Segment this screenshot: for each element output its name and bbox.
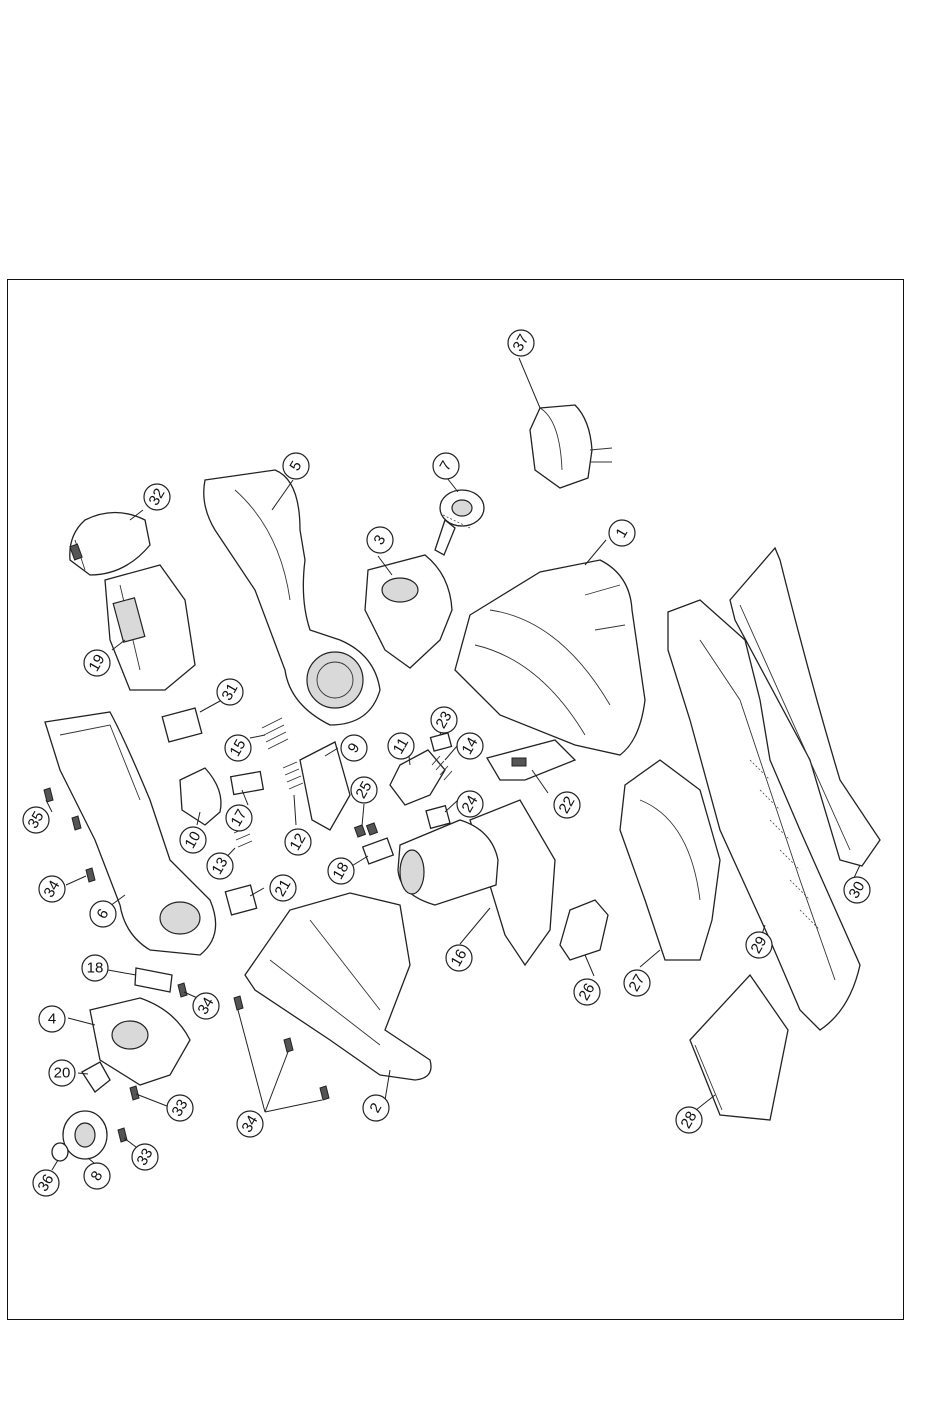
right-housing-part — [245, 893, 431, 1080]
callout-c34c: 34 — [237, 1111, 263, 1137]
callout-c27: 27 — [624, 970, 650, 996]
callout-number: 4 — [48, 1011, 56, 1028]
callout-c23: 23 — [431, 707, 457, 733]
front-housing-part — [455, 560, 645, 755]
callout-c24: 24 — [457, 791, 483, 817]
callout-c33b: 33 — [132, 1144, 158, 1170]
drive-gear-part — [435, 490, 484, 555]
callout-c15: 15 — [225, 735, 251, 761]
clip-23-part — [430, 733, 451, 751]
callout-c8: 8 — [84, 1163, 110, 1189]
rubber-block-part — [560, 900, 608, 960]
terminal-31-part — [162, 708, 202, 742]
battery-pack-part — [105, 565, 195, 690]
callout-c22: 22 — [554, 792, 580, 818]
cap-36-part — [52, 1143, 68, 1161]
callout-c2: 2 — [363, 1095, 389, 1121]
callout-c4: 4 — [39, 1006, 65, 1032]
charger-part — [530, 405, 612, 488]
pcb-21-part — [225, 885, 256, 915]
callout-c33a: 33 — [167, 1095, 193, 1121]
trigger-10-part — [180, 768, 221, 825]
gear-housing-part — [365, 555, 452, 668]
callout-number: 18 — [87, 960, 104, 977]
callout-c18a: 18 — [328, 858, 354, 884]
callout-c30: 30 — [844, 877, 870, 903]
callout-c3: 3 — [367, 527, 393, 553]
spring-15-part — [262, 718, 288, 749]
callout-c5: 5 — [283, 453, 309, 479]
wheel-8-part — [63, 1111, 107, 1159]
callout-c16: 16 — [446, 945, 472, 971]
motor-part — [398, 800, 555, 965]
callout-c34a: 34 — [39, 876, 65, 902]
battery-cap-part — [70, 513, 150, 576]
callout-c12: 12 — [285, 829, 311, 855]
callout-c11: 11 — [388, 733, 414, 759]
callout-c21: 21 — [270, 875, 296, 901]
callout-c31: 31 — [217, 679, 243, 705]
callout-c10: 10 — [180, 827, 206, 853]
shrub-blade-part — [620, 760, 720, 960]
block-24-part — [426, 806, 450, 829]
callout-c14: 14 — [457, 733, 483, 759]
spring-12-part — [283, 762, 303, 789]
callout-c26: 26 — [574, 979, 600, 1005]
callout-c19: 19 — [84, 650, 110, 676]
callout-c9: 9 — [341, 735, 367, 761]
callout-c35: 35 — [23, 807, 49, 833]
small-blade-sheath-part — [690, 975, 788, 1120]
callout-c37: 37 — [508, 330, 534, 356]
callout-c17: 17 — [226, 805, 252, 831]
pcb-plate-part — [487, 740, 575, 780]
callout-c29: 29 — [746, 932, 772, 958]
button-17-part — [231, 772, 264, 795]
callout-c1: 1 — [609, 520, 635, 546]
badge-20-part — [82, 1062, 110, 1092]
callout-c7: 7 — [433, 453, 459, 479]
block-18-lower-part — [135, 968, 172, 992]
callout-c32: 32 — [144, 484, 170, 510]
contacts-25-part — [355, 823, 378, 837]
callout-c6: 6 — [90, 901, 116, 927]
callout-number: 20 — [54, 1065, 71, 1082]
callout-c28: 28 — [676, 1107, 702, 1133]
block-18-upper-part — [363, 838, 394, 864]
callout-c36: 36 — [33, 1170, 59, 1196]
callout-c18b: 18 — [82, 955, 108, 981]
callout-c25: 25 — [351, 777, 377, 803]
callout-c20: 20 — [49, 1060, 75, 1086]
callout-c34b: 34 — [193, 993, 219, 1019]
callout-c13: 13 — [207, 853, 233, 879]
